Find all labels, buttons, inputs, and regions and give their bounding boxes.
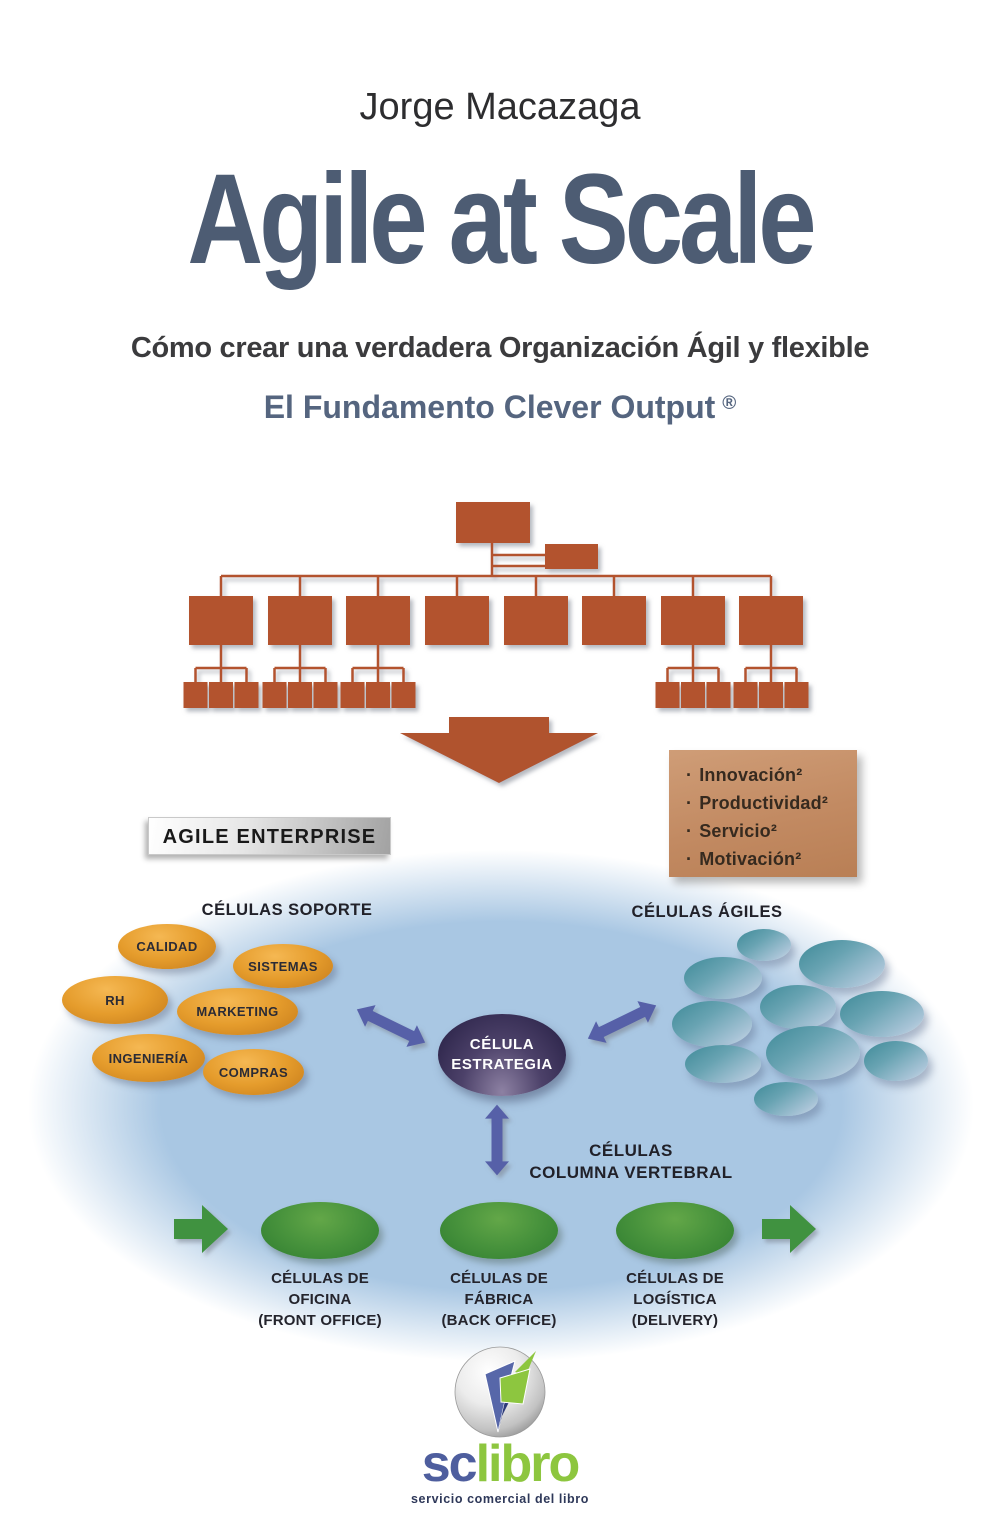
support-cells-heading: CÉLULAS SOPORTE — [201, 901, 373, 919]
label-line: (BACK OFFICE) — [441, 1312, 557, 1329]
support-cell-ingenieria: INGENIERÍA — [92, 1034, 205, 1082]
note-item: · Innovación² — [669, 761, 857, 789]
agile-cell — [864, 1041, 928, 1081]
label-line: (DELIVERY) — [631, 1312, 719, 1329]
flow-arrows — [174, 1205, 816, 1253]
cell-label: COMPRAS — [218, 1064, 289, 1080]
backbone-label-fabrica: CÉLULAS DE FÁBRICA (BACK OFFICE) — [414, 1268, 584, 1331]
agile-cell — [840, 991, 924, 1037]
book-title: Agile at Scale — [187, 148, 816, 291]
support-cell-sistemas: SISTEMAS — [233, 944, 333, 988]
note-text: Productividad² — [699, 793, 829, 813]
flow-arrow-in — [174, 1205, 228, 1253]
label-line: OFICINA — [288, 1291, 352, 1308]
note-text: Innovación² — [699, 765, 803, 785]
publisher-name-part2: libro — [475, 1435, 581, 1493]
backbone-cell-fabrica — [440, 1202, 558, 1259]
backbone-heading-line1: CÉLULAS — [589, 1141, 673, 1160]
bullet: · — [686, 849, 693, 869]
note-text: Motivación² — [699, 849, 802, 869]
cell-label: INGENIERÍA — [108, 1050, 189, 1066]
double-arrow-right — [582, 994, 662, 1050]
publisher-tagline: servicio comercial del libro — [411, 1492, 589, 1506]
note-item: · Servicio² — [669, 817, 857, 845]
agile-cell — [799, 940, 885, 988]
double-arrow-left — [351, 998, 431, 1054]
label-line: FÁBRICA — [464, 1291, 534, 1308]
agile-enterprise-banner: AGILE ENTERPRISE — [148, 817, 391, 855]
label-line: (FRONT OFFICE) — [258, 1312, 382, 1329]
backbone-label-oficina: CÉLULAS DE OFICINA (FRONT OFFICE) — [235, 1268, 405, 1331]
cell-label: CALIDAD — [136, 939, 198, 954]
strategy-line2: ESTRATEGIA — [451, 1056, 553, 1073]
label-line: LOGÍSTICA — [633, 1291, 717, 1308]
agile-cell — [760, 985, 836, 1029]
note-item: · Productividad² — [669, 789, 857, 817]
cell-label: MARKETING — [196, 1004, 279, 1019]
strategy-line1: CÉLULA — [469, 1036, 535, 1053]
support-cell-calidad: CALIDAD — [118, 924, 216, 969]
label-line: CÉLULAS DE — [450, 1270, 548, 1287]
agile-cells-heading: CÉLULAS ÁGILES — [631, 903, 783, 921]
backbone-heading-line2: COLUMNA VERTEBRAL — [529, 1163, 733, 1182]
agile-cell — [684, 957, 762, 999]
support-cell-compras: COMPRAS — [203, 1049, 304, 1095]
bullet: · — [686, 793, 693, 813]
strategy-cell: CÉLULA ESTRATEGIA — [438, 1014, 566, 1096]
publisher-wordmark: sclibro — [0, 1438, 1000, 1490]
agile-cell — [685, 1045, 761, 1083]
publisher-name-part1: sc — [421, 1435, 478, 1493]
backbone-cell-logistica — [616, 1202, 734, 1259]
support-cell-marketing: MARKETING — [177, 988, 298, 1035]
agile-cell — [766, 1026, 860, 1080]
cell-label: RH — [105, 992, 125, 1008]
double-arrow-down — [485, 1104, 509, 1176]
agile-cell — [672, 1001, 752, 1047]
book-subtitle: Cómo crear una verdadera Organización Ág… — [130, 332, 870, 364]
label-line: CÉLULAS DE — [271, 1270, 369, 1287]
label-line: CÉLULAS DE — [626, 1270, 724, 1287]
tagline-text: El Fundamento Clever Output — [263, 389, 716, 425]
support-cell-rh: RH — [62, 976, 168, 1024]
note-text: Servicio² — [699, 821, 778, 841]
backbone-heading: CÉLULAS COLUMNA VERTEBRAL — [521, 1140, 741, 1184]
author-name: Jorge Macazaga — [359, 86, 641, 128]
bullet: · — [686, 765, 693, 785]
backbone-label-logistica: CÉLULAS DE LOGÍSTICA (DELIVERY) — [590, 1268, 760, 1331]
book-tagline: El Fundamento Clever Output ® — [0, 389, 1000, 426]
org-chart — [183, 502, 809, 708]
bullet: · — [686, 821, 693, 841]
down-arrow — [400, 717, 598, 783]
agile-cell — [754, 1082, 818, 1116]
cell-label: SISTEMAS — [248, 958, 318, 974]
benefits-note: ·Innovación² ·Productividad² ·Servicio² … — [669, 750, 857, 877]
backbone-cell-oficina — [261, 1202, 379, 1259]
note-item: · Motivación² — [669, 845, 857, 873]
agile-cell — [737, 929, 791, 961]
registered-mark: ® — [722, 393, 737, 414]
connector-arrows — [351, 994, 662, 1176]
flow-arrow-out — [762, 1205, 816, 1253]
publisher-logo-icon — [454, 1346, 546, 1438]
